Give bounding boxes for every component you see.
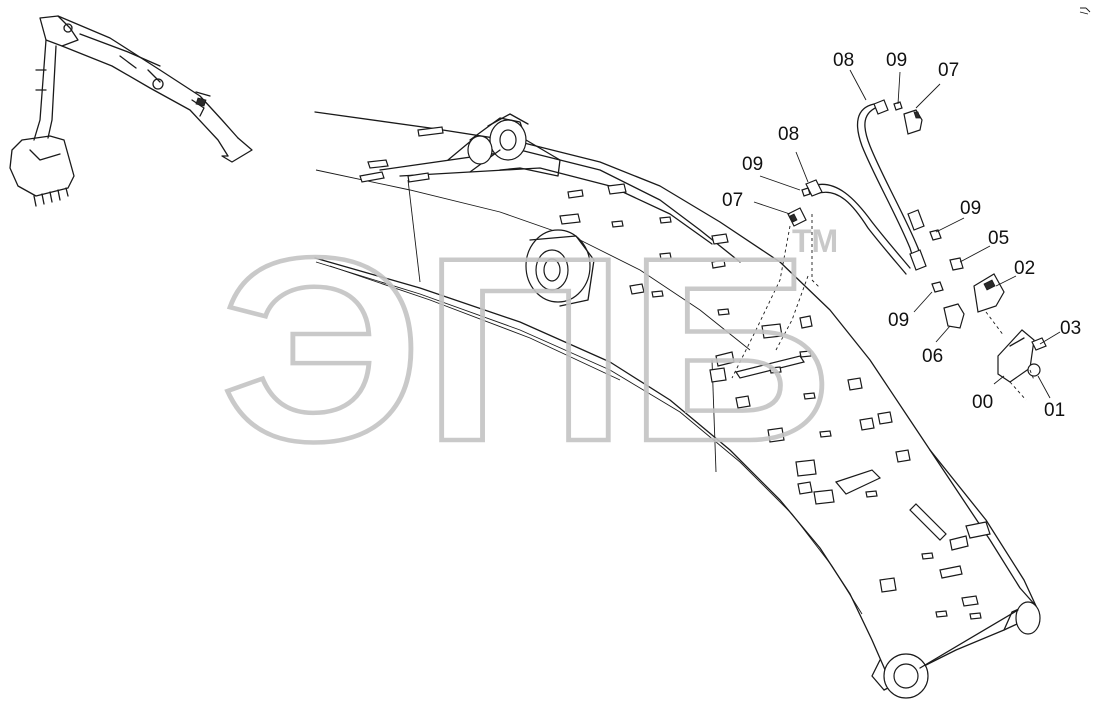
watermark-logo-text: ЭПБ <box>220 203 832 496</box>
watermark-tm-mark: TM <box>792 223 838 259</box>
fitting-07-middle <box>787 207 807 227</box>
callout-09-lower: 09 <box>888 310 909 331</box>
callout-06: 06 <box>922 346 943 367</box>
callout-07-middle: 07 <box>722 190 743 211</box>
leader-lines <box>753 69 1061 399</box>
callout-09-middle: 09 <box>742 154 763 175</box>
callout-02: 02 <box>1014 258 1035 279</box>
corner-mark <box>1079 7 1091 15</box>
callout-07-top: 07 <box>938 60 959 81</box>
boom-clip-marks <box>359 126 991 620</box>
callout-08-middle: 08 <box>778 124 799 145</box>
callout-01: 01 <box>1044 400 1065 421</box>
hose-assembly <box>731 99 1047 401</box>
watermark: ЭПБ TM <box>218 201 838 499</box>
callout-03: 03 <box>1060 318 1081 339</box>
callouts: 08 09 07 08 09 07 09 05 02 09 06 03 00 0… <box>722 50 1081 421</box>
excavator-overview-thumbnail <box>9 15 253 207</box>
callout-09-top: 09 <box>886 50 907 71</box>
callout-09-upper-right: 09 <box>960 198 981 219</box>
callout-00: 00 <box>972 392 993 413</box>
boom-assembly <box>314 111 1041 699</box>
callout-08-top: 08 <box>833 50 854 71</box>
callout-05: 05 <box>988 228 1009 249</box>
fitting-07-top <box>903 109 923 135</box>
